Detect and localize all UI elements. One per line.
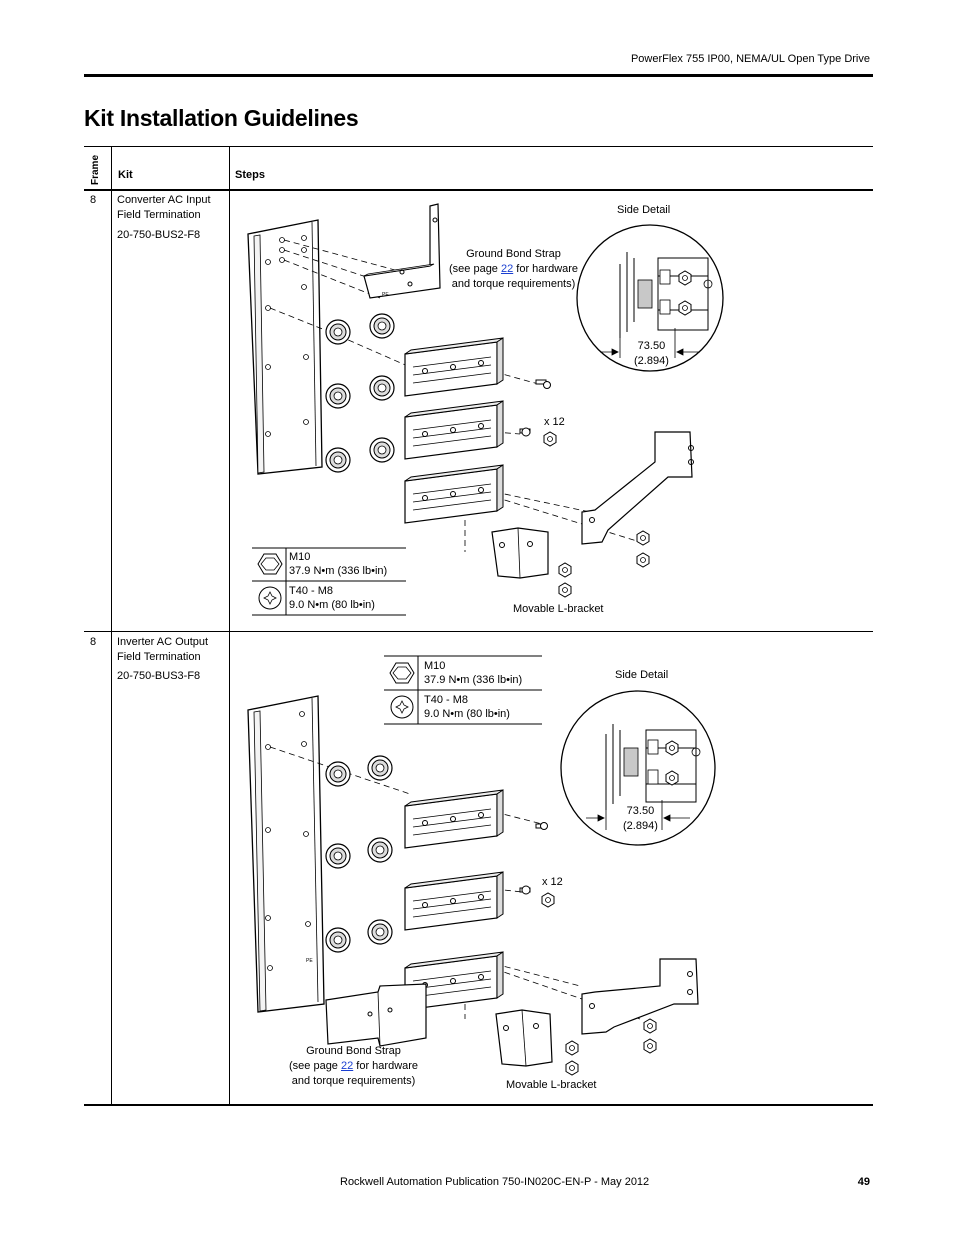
table-row-rule xyxy=(84,631,873,632)
torque-value: 9.0 N•m (80 lb•in) xyxy=(289,599,375,611)
table-top-rule xyxy=(84,146,873,147)
dimension-value: (2.894) xyxy=(634,355,669,367)
dimension-value: 73.50 xyxy=(626,805,655,817)
side-detail-label: Side Detail xyxy=(615,669,669,681)
page-number: 49 xyxy=(857,1176,870,1188)
torque-value: 37.9 N•m (336 lb•in) xyxy=(424,674,523,686)
row1-kit-name: Converter AC Input Field Termination xyxy=(117,194,211,221)
page-link[interactable]: 22 xyxy=(340,1060,354,1072)
row1-kit-number: 20-750-BUS2-F8 xyxy=(117,229,201,241)
pe-marking: PE xyxy=(306,958,313,964)
dimension-value: 73.50 xyxy=(637,340,666,352)
ground-strap-text: for hardware xyxy=(353,1060,419,1072)
ground-strap-label: Ground Bond Strap (see page 22 for hardw… xyxy=(449,247,578,292)
table-bottom-rule xyxy=(84,1104,873,1106)
ground-strap-line2: (see page 22 for hardware xyxy=(449,262,578,277)
header-rule xyxy=(84,74,873,77)
table-col-rule xyxy=(229,146,230,1105)
torque-value: 37.9 N•m (336 lb•in) xyxy=(289,565,388,577)
torque-t40: T40 - M8 9.0 N•m (80 lb•in) xyxy=(289,584,375,612)
torque-m10: M10 37.9 N•m (336 lb•in) xyxy=(424,659,522,687)
torque-t40: T40 - M8 9.0 N•m (80 lb•in) xyxy=(424,693,510,721)
torque-type: M10 xyxy=(424,660,446,672)
ground-strap-line3: and torque requirements) xyxy=(451,278,576,290)
header-frame: Frame xyxy=(90,154,101,185)
dimension-mm: 73.50 (2.894) xyxy=(623,804,658,834)
ground-strap-text: for hardware xyxy=(513,263,579,275)
dimension-mm: 73.50 (2.894) xyxy=(634,339,669,369)
row2-frame: 8 xyxy=(90,636,97,648)
ground-strap-line1: Ground Bond Strap xyxy=(306,1045,401,1057)
quantity-label: x 12 xyxy=(544,416,565,428)
ground-strap-line2: (see page 22 for hardware xyxy=(289,1059,418,1074)
table-header-rule xyxy=(84,189,873,191)
inverter-kit-diagram: PE xyxy=(247,655,716,1076)
ground-strap-label: Ground Bond Strap (see page 22 for hardw… xyxy=(289,1044,418,1089)
ground-strap-line1: Ground Bond Strap xyxy=(466,248,561,260)
table-col-rule xyxy=(111,146,112,1105)
page-title: Kit Installation Guidelines xyxy=(84,105,359,131)
page-link[interactable]: 22 xyxy=(500,263,514,275)
ground-strap-text: (see page xyxy=(289,1060,341,1072)
torque-type: T40 - M8 xyxy=(289,585,334,597)
converter-kit-diagram: PE xyxy=(247,203,724,616)
running-header: PowerFlex 755 IP00, NEMA/UL Open Type Dr… xyxy=(630,53,870,65)
row1-frame: 8 xyxy=(90,194,97,206)
row2-kit-name: Inverter AC Output Field Termination xyxy=(117,636,209,663)
pe-marking: PE xyxy=(382,292,389,298)
quantity-label: x 12 xyxy=(542,876,563,888)
torque-type: T40 - M8 xyxy=(424,694,469,706)
row2-kit-number: 20-750-BUS3-F8 xyxy=(117,670,201,682)
dimension-value: (2.894) xyxy=(623,820,658,832)
torque-type: M10 xyxy=(289,551,311,563)
l-bracket-label: Movable L-bracket xyxy=(513,603,604,615)
ground-strap-line3: and torque requirements) xyxy=(291,1075,416,1087)
publication-footer: Rockwell Automation Publication 750-IN02… xyxy=(340,1176,650,1188)
ground-strap-text: (see page xyxy=(449,263,501,275)
header-steps: Steps xyxy=(235,169,265,181)
torque-value: 9.0 N•m (80 lb•in) xyxy=(424,708,510,720)
l-bracket-label: Movable L-bracket xyxy=(506,1079,597,1091)
header-kit: Kit xyxy=(118,169,133,181)
torque-m10: M10 37.9 N•m (336 lb•in) xyxy=(289,550,387,578)
side-detail-label: Side Detail xyxy=(617,204,671,216)
